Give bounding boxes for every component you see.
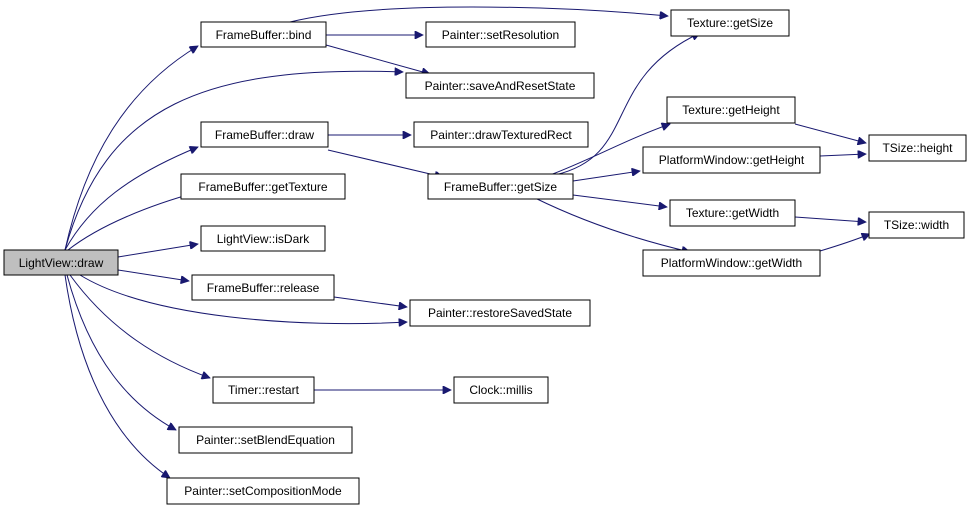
edge-texture-getwidth-to-tsize-width — [794, 216, 866, 222]
call-edges — [64, 6, 870, 478]
edge-lightview-draw-to-painter-setblendequation — [66, 274, 176, 431]
node-label: PlatformWindow::getWidth — [661, 256, 802, 270]
node-texture-getwidth[interactable]: Texture::getWidth — [669, 199, 796, 227]
edge-platformwindow-getheight-to-tsize-height — [819, 154, 866, 156]
node-label: FrameBuffer::release — [207, 281, 320, 295]
edge-lightview-draw-to-lightview-isdark — [117, 244, 198, 258]
edge-lightview-draw-to-framebuffer-gettexture — [67, 192, 198, 251]
edge-framebuffer-getsize-to-texture-getheight — [549, 124, 670, 176]
node-label: TSize::width — [884, 218, 949, 232]
edge-lightview-draw-to-framebuffer-bind — [64, 46, 198, 251]
node-label: Painter::saveAndResetState — [425, 79, 576, 93]
edge-framebuffer-bind-to-texture-getsize — [289, 6, 668, 23]
node-painter-restoresavedstate[interactable]: Painter::restoreSavedState — [409, 299, 591, 327]
node-label: FrameBuffer::getTexture — [198, 180, 327, 194]
edge-lightview-draw-to-framebuffer-release — [117, 269, 189, 281]
node-label: Texture::getHeight — [682, 103, 780, 117]
node-label: PlatformWindow::getHeight — [659, 153, 805, 167]
node-lightview-isdark[interactable]: LightView::isDark — [200, 225, 326, 252]
node-framebuffer-bind[interactable]: FrameBuffer::bind — [200, 21, 327, 48]
node-tsize-width[interactable]: TSize::width — [868, 211, 965, 239]
edge-framebuffer-getsize-to-texture-getsize — [554, 33, 700, 176]
node-framebuffer-getsize[interactable]: FrameBuffer::getSize — [427, 173, 574, 200]
node-label: Painter::restoreSavedState — [428, 306, 572, 320]
node-framebuffer-gettexture[interactable]: FrameBuffer::getTexture — [180, 173, 346, 200]
node-label: FrameBuffer::getSize — [444, 180, 557, 194]
edge-framebuffer-getsize-to-platformwindow-getwidth — [534, 197, 690, 252]
node-label: Painter::drawTexturedRect — [430, 128, 572, 142]
node-label: Painter::setResolution — [442, 28, 559, 42]
edge-framebuffer-getsize-to-texture-getwidth — [572, 194, 667, 207]
node-label: FrameBuffer::draw — [215, 128, 314, 142]
edge-framebuffer-draw-to-framebuffer-getsize — [327, 149, 443, 177]
node-label: Painter::setCompositionMode — [184, 484, 342, 498]
node-label: Clock::millis — [469, 383, 532, 397]
node-label: Texture::getSize — [687, 16, 773, 30]
edge-lightview-draw-to-timer-restart — [69, 274, 210, 378]
edge-texture-getheight-to-tsize-height — [794, 123, 866, 143]
node-label: FrameBuffer::bind — [216, 28, 312, 42]
node-timer-restart[interactable]: Timer::restart — [212, 376, 315, 404]
node-platformwindow-getheight[interactable]: PlatformWindow::getHeight — [642, 146, 821, 174]
node-label: LightView::draw — [19, 256, 104, 270]
node-painter-setblendequation[interactable]: Painter::setBlendEquation — [178, 426, 353, 454]
node-painter-setcompositionmode[interactable]: Painter::setCompositionMode — [166, 477, 360, 505]
edge-lightview-draw-to-painter-saveandresetstate — [64, 71, 403, 251]
function-nodes: LightView::draw FrameBuffer::bind Painte… — [3, 9, 967, 505]
node-label: Timer::restart — [228, 383, 300, 397]
edge-lightview-draw-to-painter-restoresavedstate — [79, 274, 407, 324]
node-texture-getsize[interactable]: Texture::getSize — [670, 9, 790, 37]
edge-lightview-draw-to-framebuffer-draw — [64, 147, 198, 251]
node-platformwindow-getwidth[interactable]: PlatformWindow::getWidth — [642, 249, 821, 277]
node-painter-setresolution[interactable]: Painter::setResolution — [425, 21, 576, 48]
edge-framebuffer-getsize-to-platformwindow-getheight — [572, 171, 640, 182]
edge-framebuffer-bind-to-painter-saveandresetstate — [325, 44, 430, 74]
node-label: TSize::height — [882, 141, 953, 155]
edge-framebuffer-release-to-painter-restoresavedstate — [333, 296, 407, 307]
node-lightview-draw[interactable]: LightView::draw — [3, 249, 119, 276]
node-clock-millis[interactable]: Clock::millis — [453, 376, 549, 404]
edge-lightview-draw-to-painter-setcompositionmode — [64, 274, 170, 478]
node-framebuffer-draw[interactable]: FrameBuffer::draw — [200, 121, 329, 148]
node-label: LightView::isDark — [217, 232, 310, 246]
node-label: Texture::getWidth — [686, 206, 779, 220]
node-tsize-height[interactable]: TSize::height — [868, 134, 967, 162]
node-texture-getheight[interactable]: Texture::getHeight — [666, 96, 796, 124]
edge-platformwindow-getwidth-to-tsize-width — [819, 234, 870, 252]
node-painter-saveandresetstate[interactable]: Painter::saveAndResetState — [405, 72, 595, 99]
node-label: Painter::setBlendEquation — [196, 433, 335, 447]
node-framebuffer-release[interactable]: FrameBuffer::release — [191, 274, 335, 301]
node-painter-drawtexturedrect[interactable]: Painter::drawTexturedRect — [413, 121, 589, 148]
